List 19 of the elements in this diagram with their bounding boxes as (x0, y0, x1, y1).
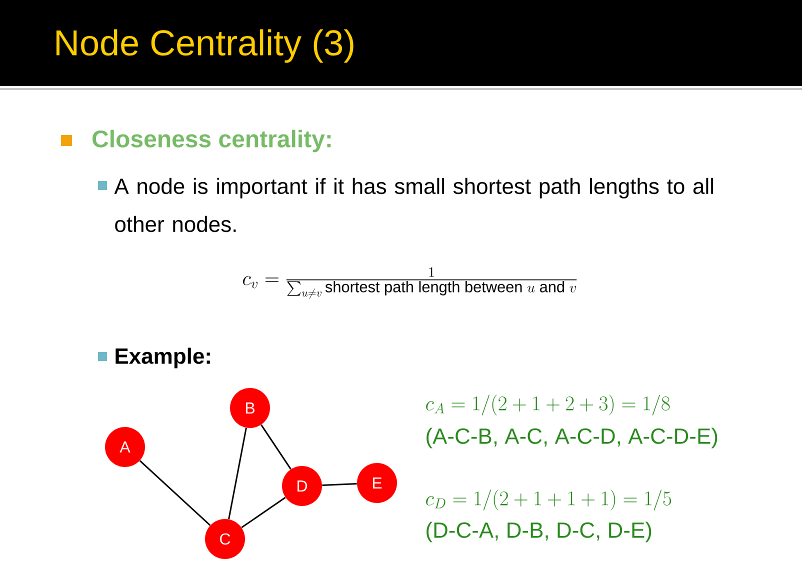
bullet-text: A node is important if it has small shortest path lengths to all other nodes. (114, 178, 714, 232)
graph-edge (322, 483, 357, 486)
slide-title: Node Centrality (3) (56, 29, 354, 63)
graph-node: B (230, 388, 270, 428)
formula: $c_D = 1/(2+1+1+1) = 1/5$ (426, 490, 672, 510)
graph-node: E (357, 463, 397, 503)
graph-node: C (205, 519, 245, 559)
path-list: (D-C-A, D-B, D-C, D-E) (426, 522, 652, 542)
graph-node: A (105, 427, 145, 467)
formula: $c_v = \frac{1}{\sum_{u\neq v} \text{shortest path length between } u \text{ and } v}$ (243, 267, 577, 299)
graph-edge (241, 496, 286, 528)
graph-edge (139, 460, 211, 526)
bullet-text: Example: (116, 348, 210, 368)
graph-edge (260, 424, 292, 470)
graph-edge (228, 428, 247, 520)
formula: $c_A = 1/(2+1+2+3) = 1/8$ (426, 394, 670, 416)
graph-node: D (282, 466, 322, 506)
heading: Closeness centrality: (92, 130, 331, 152)
path-list: (A-C-B, A-C, A-C-D, A-C-D-E) (426, 428, 718, 448)
